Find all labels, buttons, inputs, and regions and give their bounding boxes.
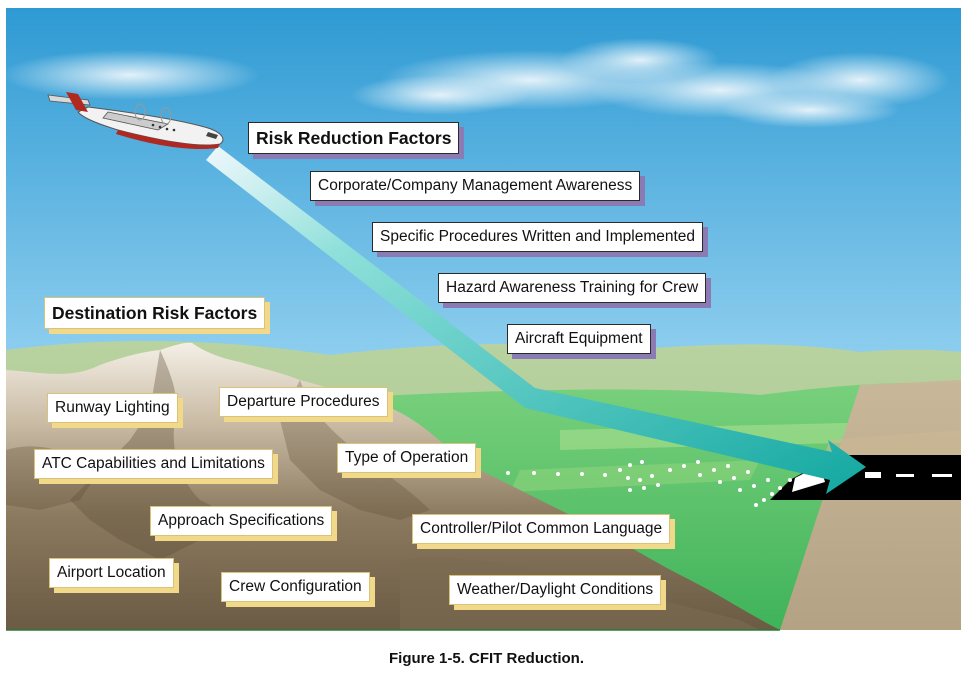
risk-item-aircraft-equipment: Aircraft Equipment	[507, 324, 651, 354]
dest-item-type-of-operation: Type of Operation	[337, 443, 477, 473]
dest-item-airport-location: Airport Location	[49, 558, 174, 588]
risk-item-specific-procedures: Specific Procedures Written and Implemen…	[372, 222, 704, 252]
dest-item-crew-configuration: Crew Configuration	[221, 572, 370, 602]
mountains	[6, 342, 780, 630]
dest-item-controller-pilot-language: Controller/Pilot Common Language	[412, 514, 671, 544]
airplane-icon	[47, 92, 224, 150]
flight-path-arrow-icon	[206, 146, 866, 494]
clouds	[0, 38, 950, 128]
dest-item-runway-lighting: Runway Lighting	[47, 393, 178, 423]
dest-item-atc-capabilities: ATC Capabilities and Limitations	[34, 449, 273, 479]
risk-reduction-title: Risk Reduction Factors	[248, 122, 460, 154]
dest-item-approach-specifications: Approach Specifications	[150, 506, 333, 536]
dest-item-departure-procedures: Departure Procedures	[219, 387, 388, 417]
figure-caption: Figure 1-5. CFIT Reduction.	[388, 650, 584, 667]
risk-item-management-awareness: Corporate/Company Management Awareness	[310, 171, 641, 201]
dest-item-weather-daylight: Weather/Daylight Conditions	[449, 575, 662, 605]
destination-risk-title: Destination Risk Factors	[44, 297, 266, 329]
risk-item-hazard-training: Hazard Awareness Training for Crew	[438, 273, 707, 303]
